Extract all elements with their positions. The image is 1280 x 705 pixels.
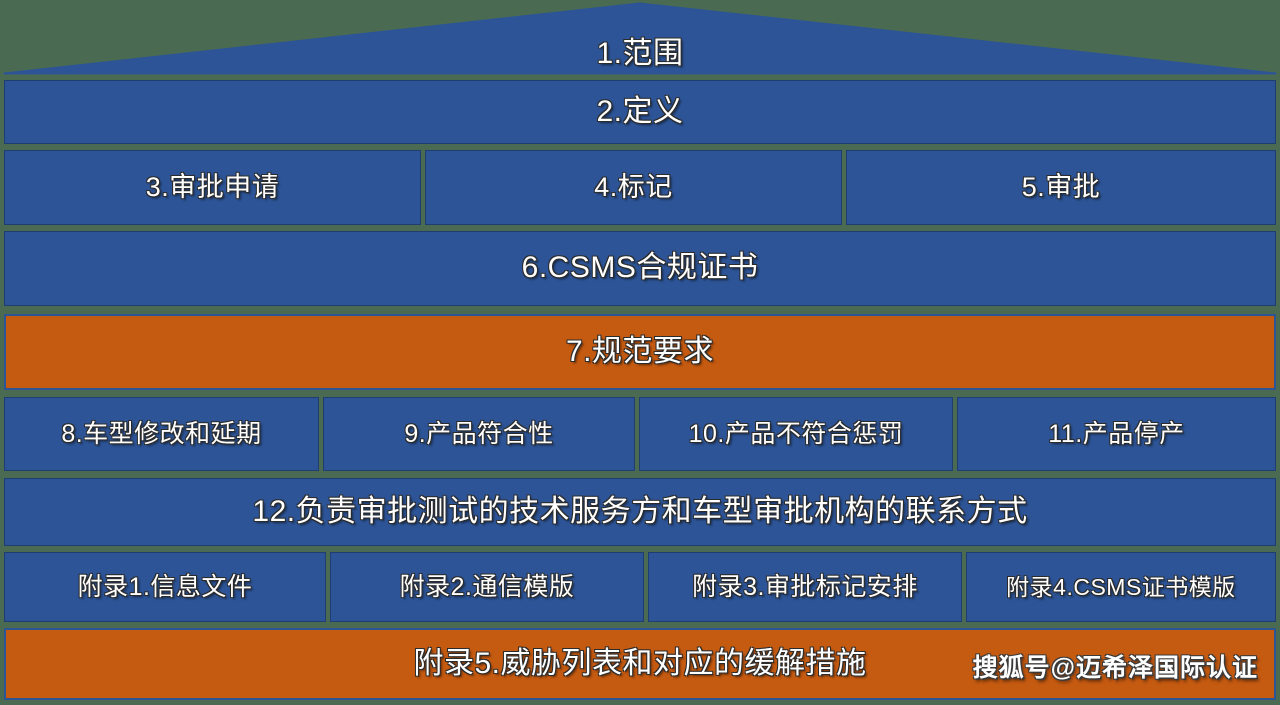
box-approval[interactable]: 5.审批	[846, 150, 1276, 225]
row-annexes: 附录1.信息文件 附录2.通信模版 附录3.审批标记安排 附录4.CSMS证书模…	[4, 552, 1276, 622]
box-annex-1-information-document[interactable]: 附录1.信息文件	[4, 552, 326, 622]
box-product-conformity-label: 9.产品符合性	[404, 419, 554, 448]
box-approval-application-label: 3.审批申请	[145, 171, 280, 202]
row-threat-list: 附录5.威胁列表和对应的缓解措施	[4, 628, 1276, 700]
box-csms-certificate[interactable]: 6.CSMS合规证书	[4, 231, 1276, 306]
roof-shape: 1.范围	[0, 0, 1280, 75]
row-csms-certificate: 6.CSMS合规证书	[4, 231, 1276, 306]
row-specification: 7.规范要求	[4, 314, 1276, 390]
box-definition[interactable]: 2.定义	[4, 80, 1276, 144]
box-technical-service-contacts-label: 12.负责审批测试的技术服务方和车型审批机构的联系方式	[252, 494, 1028, 528]
box-model-amendment[interactable]: 8.车型修改和延期	[4, 397, 319, 471]
box-production-ceased[interactable]: 11.产品停产	[957, 397, 1276, 471]
box-marking[interactable]: 4.标记	[425, 150, 842, 225]
box-annex-5-threat-list[interactable]: 附录5.威胁列表和对应的缓解措施	[4, 628, 1276, 700]
box-nonconformity-penalty[interactable]: 10.产品不符合惩罚	[639, 397, 953, 471]
box-annex-3-label: 附录3.审批标记安排	[692, 572, 918, 601]
box-annex-1-label: 附录1.信息文件	[77, 572, 253, 601]
watermark-text: 搜狐号@迈希泽国际认证	[972, 654, 1258, 682]
box-production-ceased-label: 11.产品停产	[1048, 419, 1185, 448]
box-annex-4-label: 附录4.CSMS证书模版	[1006, 573, 1236, 600]
row-application: 3.审批申请 4.标记 5.审批	[4, 150, 1276, 225]
row-contacts: 12.负责审批测试的技术服务方和车型审批机构的联系方式	[4, 478, 1276, 546]
box-specification-requirements[interactable]: 7.规范要求	[4, 314, 1276, 390]
box-marking-label: 4.标记	[594, 171, 673, 202]
box-annex-2-label: 附录2.通信模版	[399, 572, 575, 601]
roof-label-wrap: 1.范围	[0, 0, 1280, 75]
row-conformity: 8.车型修改和延期 9.产品符合性 10.产品不符合惩罚 11.产品停产	[4, 397, 1276, 471]
roof-label: 1.范围	[596, 36, 684, 70]
box-annex-3-approval-mark-arrangement[interactable]: 附录3.审批标记安排	[648, 552, 962, 622]
box-approval-application[interactable]: 3.审批申请	[4, 150, 421, 225]
box-specification-requirements-label: 7.规范要求	[565, 334, 715, 368]
box-annex-5-label: 附录5.威胁列表和对应的缓解措施	[413, 646, 867, 680]
box-annex-4-csms-certificate-template[interactable]: 附录4.CSMS证书模版	[966, 552, 1276, 622]
box-nonconformity-penalty-label: 10.产品不符合惩罚	[688, 419, 904, 448]
row-definition: 2.定义	[4, 80, 1276, 144]
box-technical-service-contacts[interactable]: 12.负责审批测试的技术服务方和车型审批机构的联系方式	[4, 478, 1276, 546]
box-product-conformity[interactable]: 9.产品符合性	[323, 397, 635, 471]
box-annex-2-communication-template[interactable]: 附录2.通信模版	[330, 552, 644, 622]
box-model-amendment-label: 8.车型修改和延期	[61, 419, 262, 448]
box-definition-label: 2.定义	[596, 94, 684, 128]
box-approval-label: 5.审批	[1021, 171, 1101, 202]
box-csms-certificate-label: 6.CSMS合规证书	[521, 251, 759, 285]
